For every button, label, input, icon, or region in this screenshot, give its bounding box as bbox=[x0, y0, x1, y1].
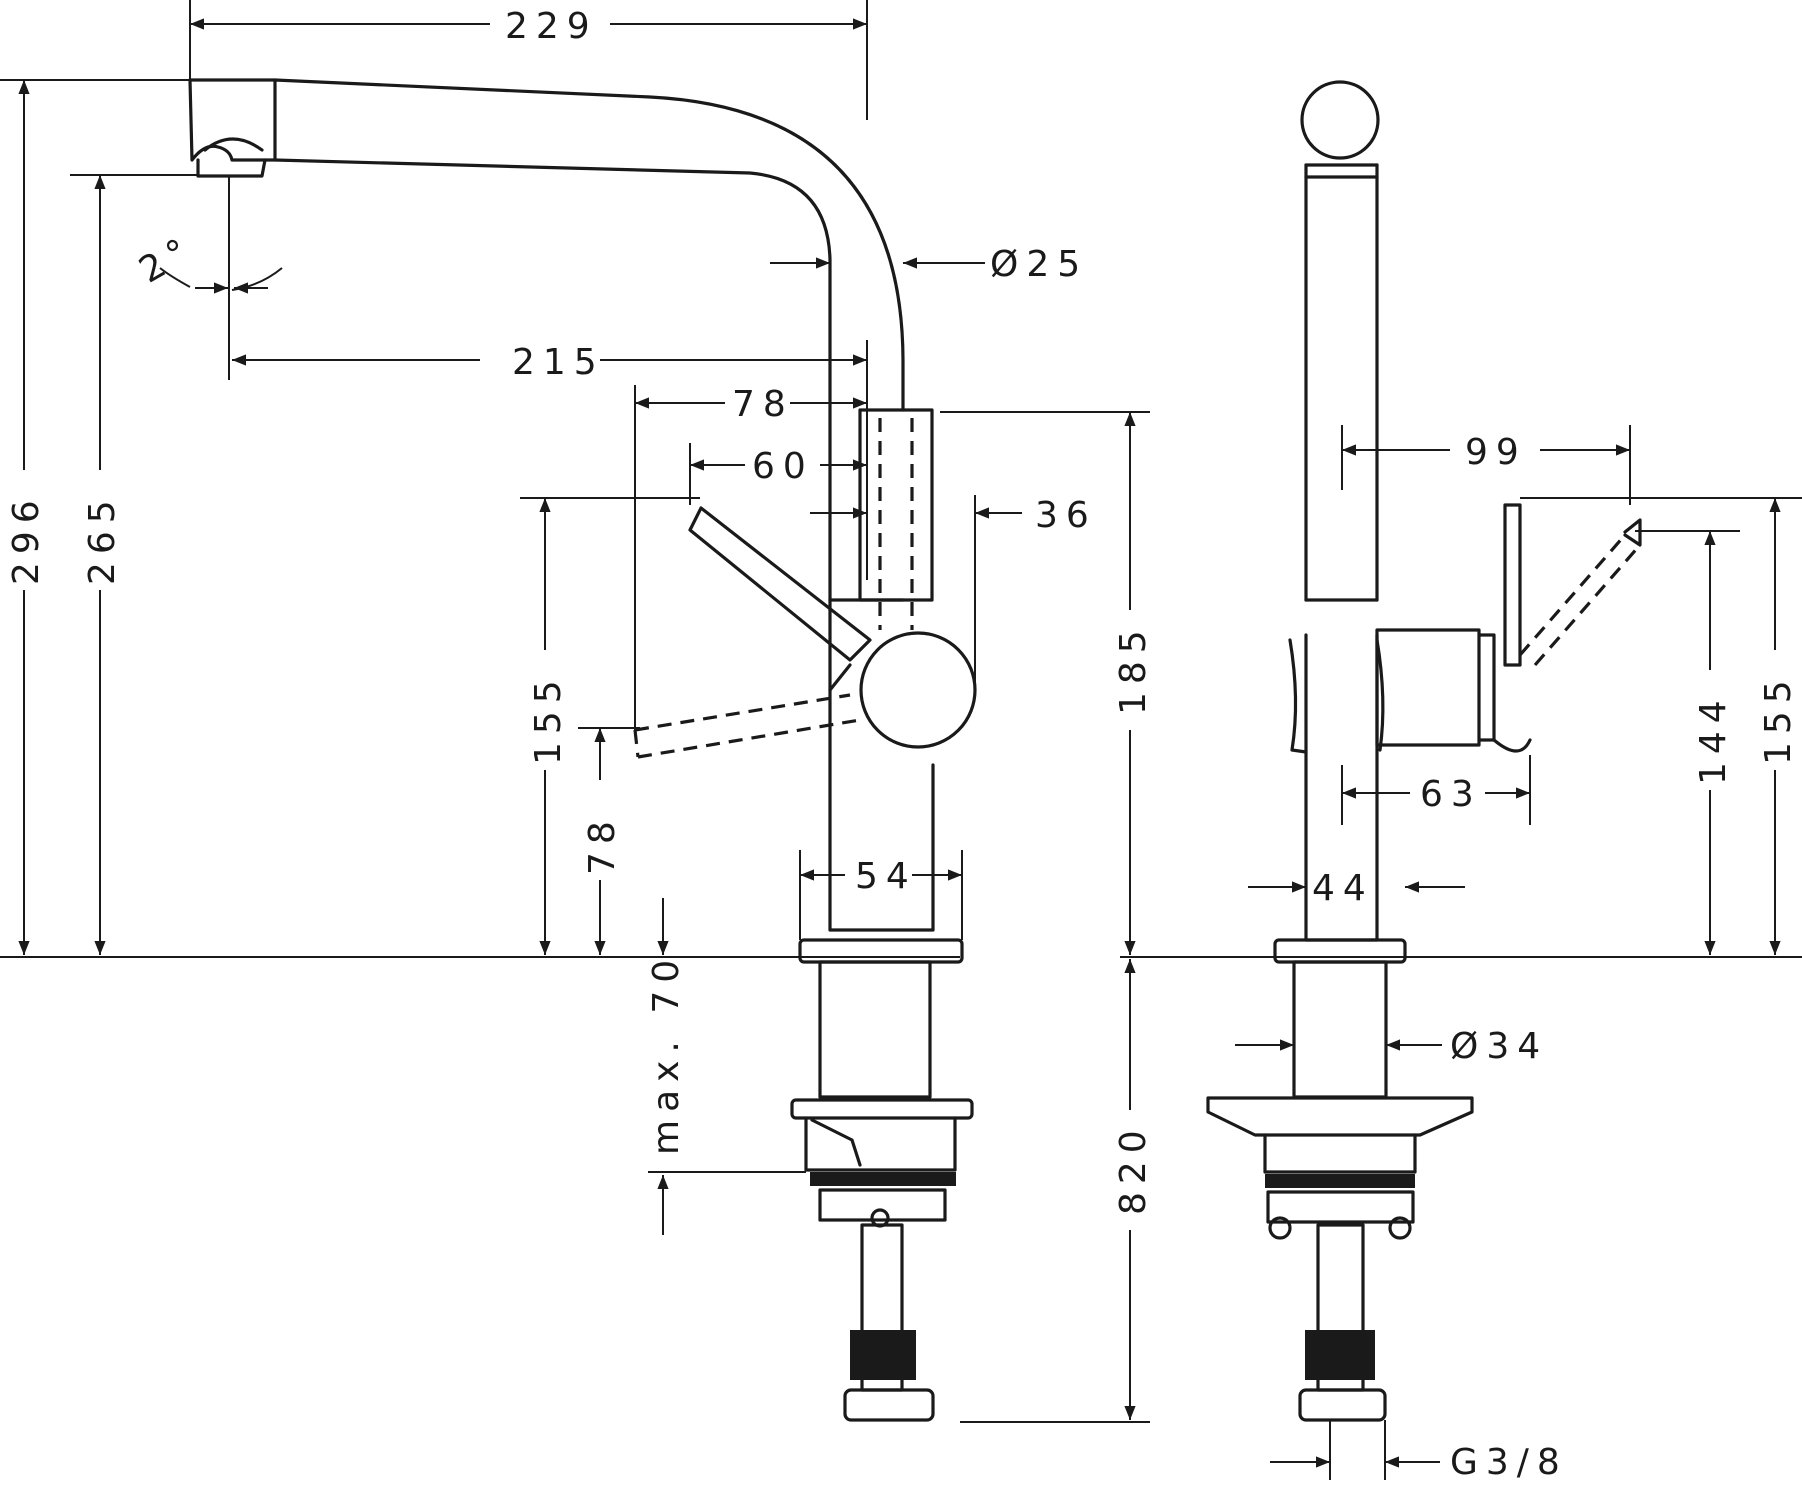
front-lever-dashed bbox=[1518, 533, 1642, 667]
front-view: 99 63 44 144 155 bbox=[1120, 80, 1802, 1483]
svg-text:185: 185 bbox=[1113, 622, 1154, 715]
svg-text:60: 60 bbox=[752, 446, 814, 487]
mount-assembly-front bbox=[1206, 938, 1474, 1422]
svg-text:265: 265 bbox=[82, 492, 123, 585]
svg-text:78: 78 bbox=[582, 813, 623, 875]
faucet-body bbox=[688, 408, 977, 932]
svg-text:44: 44 bbox=[1312, 868, 1374, 909]
svg-text:Ø34: Ø34 bbox=[1450, 1026, 1548, 1067]
mount-assembly-side bbox=[790, 938, 974, 1422]
svg-text:max. 70: max. 70 bbox=[646, 952, 687, 1155]
dim-155-lever-height: 155 bbox=[520, 497, 700, 955]
dim-36: 36 bbox=[974, 495, 1097, 690]
lever-up bbox=[688, 506, 872, 662]
dim-44: 44 bbox=[1248, 860, 1465, 940]
svg-text:78: 78 bbox=[732, 384, 794, 425]
svg-text:229: 229 bbox=[505, 6, 598, 47]
front-lever-housing bbox=[1375, 503, 1532, 753]
dim-g38: G3/8 bbox=[1270, 1420, 1568, 1483]
svg-text:G3/8: G3/8 bbox=[1450, 1442, 1568, 1483]
dim-99: 99 bbox=[1341, 425, 1631, 505]
dim-296: 296 bbox=[0, 79, 190, 955]
dim-60: 60 bbox=[689, 340, 868, 580]
dim-185: 185 bbox=[940, 411, 1154, 955]
dim-215: 215 bbox=[232, 342, 867, 383]
dim-155-front: 155 bbox=[1520, 497, 1802, 955]
dim-angle-2: 2° bbox=[133, 176, 283, 380]
svg-text:2°: 2° bbox=[133, 228, 203, 292]
dim-max-70: max. 70 bbox=[646, 898, 806, 1235]
dim-820: 820 bbox=[960, 959, 1154, 1423]
svg-text:820: 820 bbox=[1113, 1122, 1154, 1215]
dim-78-lever-low: 78 bbox=[578, 727, 640, 955]
dim-265: 265 bbox=[70, 174, 198, 955]
svg-text:215: 215 bbox=[512, 342, 605, 383]
dim-78-lever-reach: 78 bbox=[634, 384, 867, 730]
svg-text:99: 99 bbox=[1465, 432, 1527, 473]
dim-63: 63 bbox=[1341, 755, 1531, 825]
svg-text:54: 54 bbox=[855, 856, 917, 897]
front-spout-column bbox=[1288, 80, 1385, 942]
dim-229: 229 bbox=[189, 0, 868, 120]
lever-dashed-position bbox=[634, 693, 861, 759]
svg-text:155: 155 bbox=[1758, 672, 1799, 765]
svg-text:144: 144 bbox=[1693, 692, 1734, 785]
dim-diameter-25: Ø25 bbox=[770, 244, 1088, 285]
dim-diameter-34: Ø34 bbox=[1235, 1026, 1548, 1067]
spout bbox=[188, 78, 905, 602]
lever-hub bbox=[859, 631, 977, 749]
svg-text:36: 36 bbox=[1035, 495, 1097, 536]
svg-text:63: 63 bbox=[1420, 774, 1482, 815]
svg-text:Ø25: Ø25 bbox=[990, 244, 1088, 285]
svg-text:296: 296 bbox=[6, 492, 47, 585]
svg-text:155: 155 bbox=[528, 672, 569, 765]
side-view: 229 Ø25 2° 215 78 bbox=[0, 0, 1154, 1423]
dim-144: 144 bbox=[1635, 530, 1740, 955]
dim-54: 54 bbox=[799, 850, 963, 940]
